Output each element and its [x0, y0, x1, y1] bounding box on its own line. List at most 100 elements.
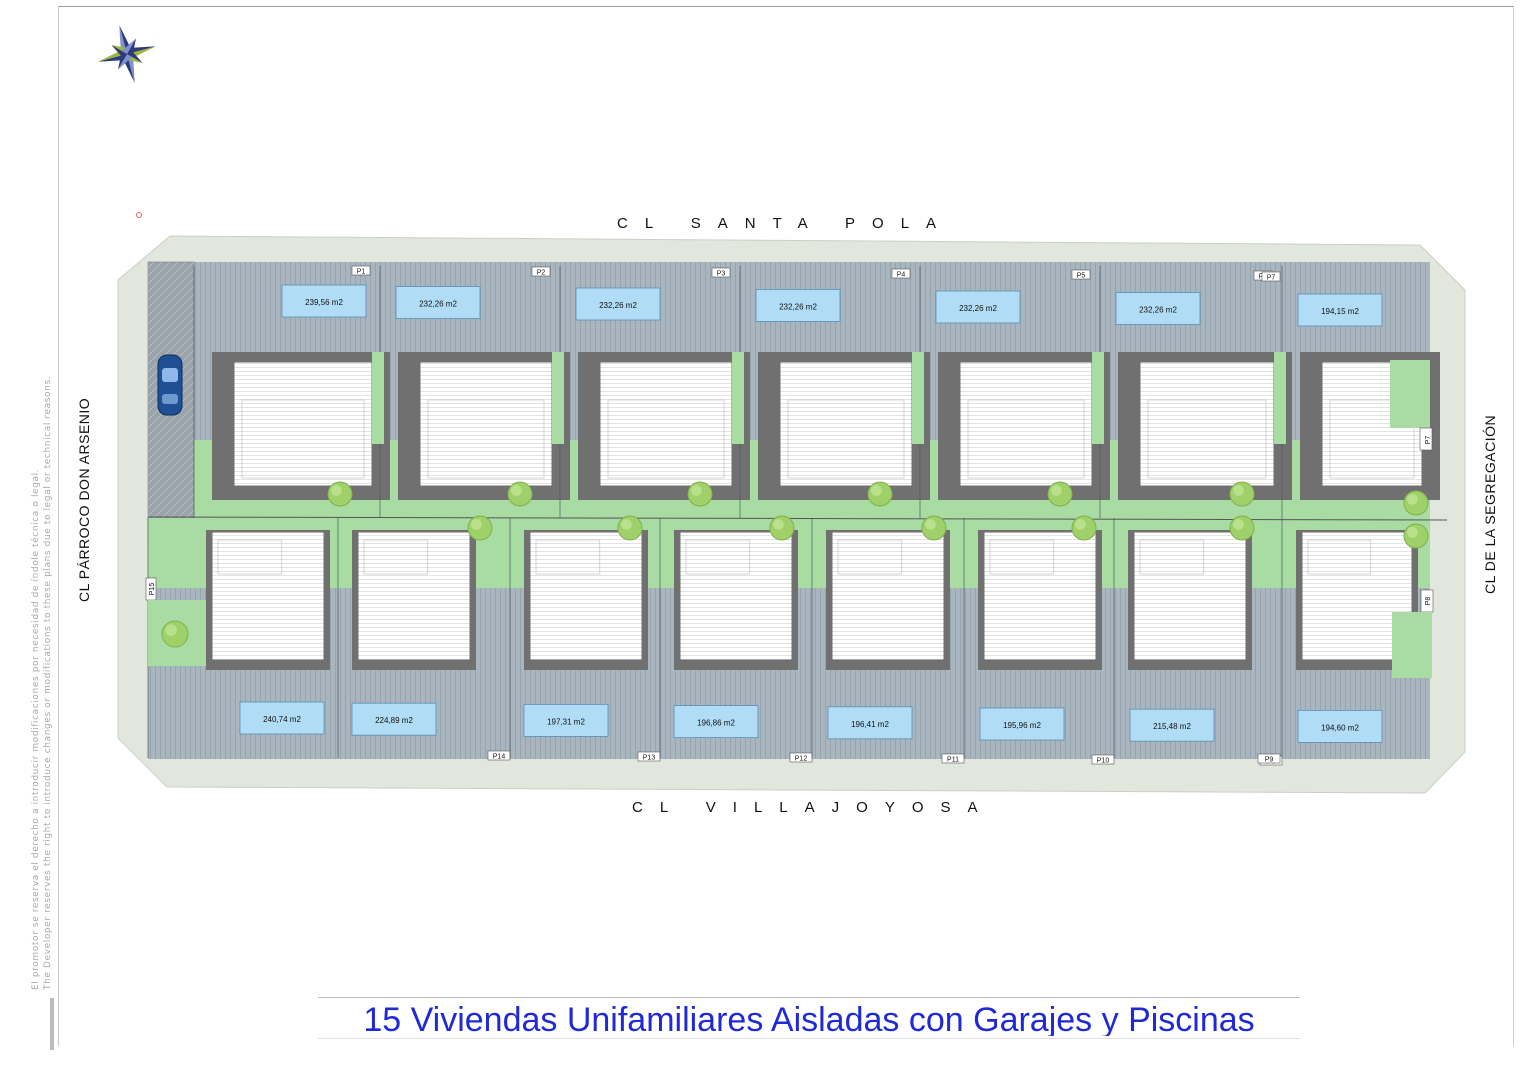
tree-icon: [1229, 515, 1255, 541]
pool: [395, 286, 481, 319]
house-roof: [679, 531, 793, 661]
plot-id-label: P5: [1077, 273, 1086, 280]
house-roof-detail: [535, 539, 601, 575]
house-roof-detail: [685, 539, 751, 575]
plot-id-label: P11: [947, 757, 959, 764]
plot-id-tag: [1261, 271, 1281, 282]
tree-icon: [161, 620, 189, 648]
compass-rose-icon: [98, 25, 156, 83]
plot-area-label: 196,86 m2: [697, 719, 735, 728]
tree-icon: [769, 515, 795, 541]
house-roof: [831, 531, 945, 661]
plot-id-label: P15: [149, 583, 156, 596]
house-roof: [233, 361, 373, 487]
tree-highlight: [871, 485, 882, 496]
street-south-label: CL VILLAJOYOSA: [632, 799, 995, 816]
house-roof-detail: [787, 399, 905, 479]
side-garden-top: [732, 352, 744, 444]
pool: [281, 284, 367, 318]
house-roof-detail: [1329, 399, 1415, 479]
plot-id-label: P3: [717, 271, 726, 278]
tree-icon: [1403, 523, 1429, 549]
plot-area-label: 232,26 m2: [959, 304, 997, 313]
house-roof-detail: [217, 539, 283, 575]
house-roof: [983, 531, 1097, 661]
tree-highlight: [1407, 527, 1418, 538]
house-roof: [211, 531, 325, 661]
house-roof-detail: [363, 539, 429, 575]
tree-highlight: [331, 485, 342, 496]
house-roof: [529, 531, 643, 661]
tree-highlight: [773, 519, 784, 530]
tree-icon: [1403, 490, 1429, 516]
tree-icon: [327, 481, 353, 507]
origin-marker-icon: [136, 212, 142, 218]
pool: [239, 701, 325, 735]
house-roof: [1133, 531, 1247, 661]
side-garden-top: [552, 352, 564, 444]
plot-id-label: P9: [1265, 757, 1274, 764]
pool: [351, 702, 437, 736]
house-roof-detail: [989, 539, 1055, 575]
plot-area-label: 232,26 m2: [1139, 306, 1177, 315]
tree-icon: [921, 515, 947, 541]
house-roof-detail: [1139, 539, 1205, 575]
house-roof: [959, 361, 1093, 487]
plot-area-label: 232,26 m2: [779, 303, 817, 312]
central-divider-line: [147, 516, 1448, 521]
house-roof-detail: [967, 399, 1085, 479]
tree-highlight: [1075, 519, 1086, 530]
plot-id-label: P10: [1097, 758, 1110, 765]
plot-area-label: 215,48 m2: [1153, 722, 1191, 731]
house-roof-detail: [837, 539, 903, 575]
house-roof: [779, 361, 913, 487]
compass-point-shade: [121, 38, 136, 54]
pool: [1129, 708, 1215, 742]
house-roof: [419, 361, 553, 487]
house-roof: [1139, 361, 1275, 487]
plot-area-label: 232,26 m2: [599, 301, 637, 310]
plot-area-label: 194,15 m2: [1321, 307, 1359, 316]
tree-icon: [1047, 481, 1073, 507]
plot-id-tag: [1071, 269, 1091, 280]
plot-id-tag: [531, 266, 551, 277]
plot-area-label: 239,56 m2: [305, 298, 343, 307]
plot-id-tag: [711, 267, 731, 278]
plot-id-tag: [1419, 427, 1433, 451]
site-layout: 239,56 m2 P1 232,26 m2 P2 232,26 m2 P3 232,26 …: [117, 235, 1466, 794]
plot-id-label: P7: [1267, 275, 1276, 282]
plot-id-tag: [1257, 753, 1281, 764]
plot-area-label: 232,26 m2: [419, 300, 457, 309]
house-roof-detail: [607, 399, 725, 479]
pool: [1297, 710, 1383, 743]
title-underline: [318, 1030, 1300, 1039]
tree-highlight: [1233, 485, 1244, 496]
side-garden-p7: [1390, 360, 1430, 428]
plot-id-label: P1: [357, 269, 366, 276]
plot-area-label: 240,74 m2: [263, 715, 301, 724]
drawing-sheet-frame: [58, 6, 1514, 1046]
house-roof-detail: [1307, 539, 1372, 575]
plot-id-label: P8: [1425, 597, 1432, 606]
plot-id-tag: [351, 265, 371, 276]
plot-id-label: P7: [1425, 436, 1432, 445]
pool: [979, 707, 1065, 741]
tree-highlight: [621, 519, 632, 530]
tree-highlight: [1233, 519, 1244, 530]
plot-id-label: P12: [795, 756, 808, 763]
pool: [1115, 292, 1201, 325]
house-roof: [599, 361, 733, 487]
street-north-label: CL SANTA POLA: [617, 215, 954, 232]
side-garden-p8: [1392, 612, 1432, 678]
tree-highlight: [691, 485, 702, 496]
tree-highlight: [165, 624, 177, 636]
compass-point-shade: [111, 45, 127, 60]
tree-icon: [1071, 515, 1097, 541]
plot-id-label: P2: [537, 270, 546, 277]
pool: [523, 704, 609, 737]
tree-highlight: [471, 519, 482, 530]
tree-icon: [867, 481, 893, 507]
project-title: 15 Viviendas Unifamiliares Aisladas con …: [318, 997, 1300, 1036]
tree-highlight: [1051, 485, 1062, 496]
pool: [935, 290, 1021, 324]
